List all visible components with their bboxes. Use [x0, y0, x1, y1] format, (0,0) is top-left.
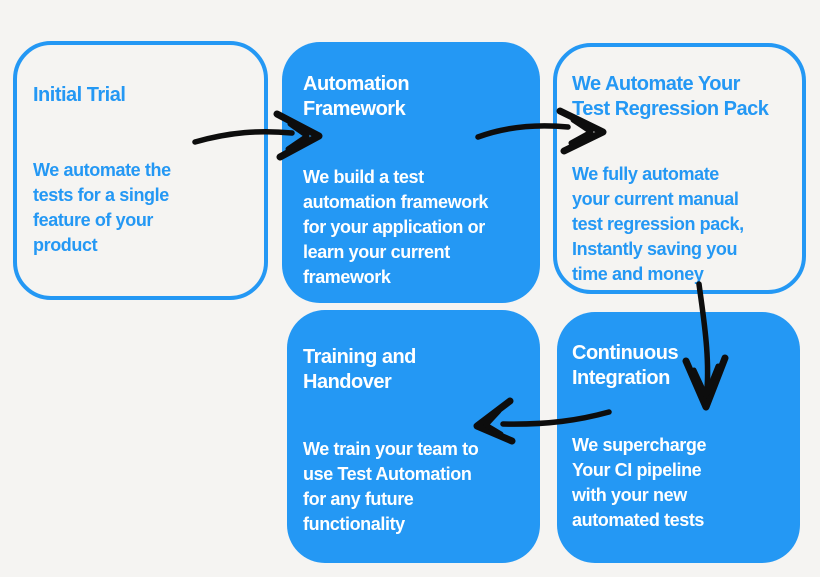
step-description: We train your team to use Test Automatio…	[303, 439, 479, 534]
step-description: We automate the tests for a single featu…	[33, 160, 171, 255]
step-card-automation-framework: Automation Framework We build a test aut…	[282, 42, 540, 303]
step-description: We build a test automation framework for…	[303, 167, 489, 287]
step-description: We supercharge Your CI pipeline with you…	[572, 435, 707, 530]
step-card-continuous-integration: Continuous Integration We supercharge Yo…	[557, 312, 800, 563]
step-description: We fully automate your current manual te…	[572, 164, 744, 284]
step-title: Initial Trial	[33, 84, 126, 106]
step-title: Continuous Integration	[572, 342, 679, 389]
step-card-test-regression-pack: We Automate Your Test Regression Pack We…	[553, 43, 806, 294]
step-title: Automation Framework	[303, 73, 410, 120]
step-card-initial-trial: Initial Trial We automate the tests for …	[13, 41, 268, 300]
step-card-training-handover: Training and Handover We train your team…	[287, 310, 540, 563]
step-title: We Automate Your Test Regression Pack	[572, 73, 769, 120]
step-title: Training and Handover	[303, 346, 416, 393]
